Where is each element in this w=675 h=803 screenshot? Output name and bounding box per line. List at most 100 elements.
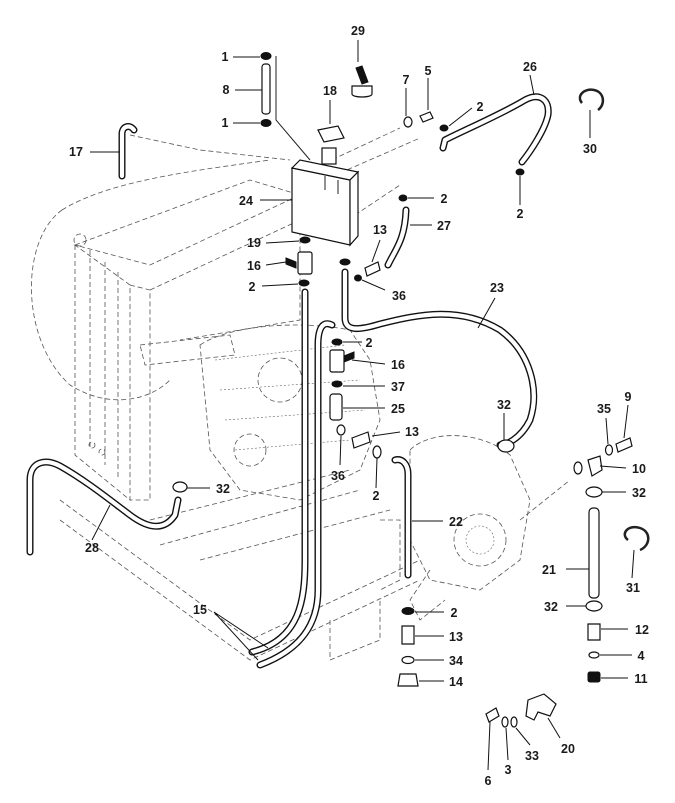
callout-8: 8: [223, 83, 230, 97]
leader-13b: [371, 431, 401, 437]
ref-line-17: [129, 134, 291, 161]
pump-housing-outline: [409, 435, 531, 591]
part-29-cap-tab: [355, 65, 369, 85]
callout-13: 13: [373, 223, 387, 237]
leader-19: [265, 240, 300, 244]
leader-23: [477, 297, 496, 329]
part-32-clamp-21bottom: [585, 600, 603, 612]
callout-15: 15: [193, 603, 207, 617]
frame-rail-b: [59, 519, 421, 661]
callout-32: 32: [632, 486, 646, 500]
parts: [26, 52, 650, 728]
part-23-hose: [341, 268, 538, 449]
callout-10: 10: [632, 462, 646, 476]
pump-mount: [409, 569, 446, 621]
part-12-adapter: [587, 623, 601, 641]
part-4-ring: [588, 651, 600, 659]
part-2-washer-10: [573, 461, 583, 475]
part-14-nut: [397, 673, 419, 687]
part-24-tank-side: [349, 170, 359, 247]
callout-37: 37: [391, 380, 405, 394]
radiator-top-tank: [73, 179, 302, 266]
part-8-tube: [261, 63, 271, 115]
callout-18: 18: [323, 84, 337, 98]
leader-2d: [261, 283, 299, 287]
callout-29: 29: [351, 24, 365, 38]
fan-shroud-outline: [31, 209, 171, 401]
leader-10: [599, 465, 627, 469]
leader-6: [487, 721, 491, 771]
engine-pulley: [257, 357, 303, 403]
background-assembly: [31, 127, 571, 661]
ref-line-10: [519, 479, 571, 521]
part-36-washer-a: [354, 274, 362, 282]
part-20-bracket: [525, 693, 557, 721]
part-1-ring-bottom: [260, 119, 272, 127]
part-2-clamp-23a: [339, 258, 351, 266]
leader-16b: [351, 359, 386, 365]
part-27-hose-inner: [385, 207, 409, 268]
ref-line-2c: [354, 184, 401, 216]
part-10-elbow: [587, 455, 603, 477]
callout-2: 2: [517, 207, 524, 221]
callout-3: 3: [505, 763, 512, 777]
frame-crossmembers: [149, 469, 391, 561]
callout-1: 1: [222, 116, 229, 130]
part-2-clamp-13b: [372, 445, 382, 459]
part-32-clamp-21top: [585, 486, 603, 498]
part-24-bracket-lines: [324, 176, 339, 194]
part-2-clamp-22: [401, 607, 415, 615]
leader-2f: [375, 457, 378, 489]
part-16-valve-lower: [329, 349, 345, 373]
part-35-washer: [604, 444, 614, 456]
callout-26: 26: [523, 60, 537, 74]
callout-2: 2: [441, 192, 448, 206]
part-24-filler-neck: [321, 147, 337, 165]
leader-31: [631, 549, 635, 579]
callout-23: 23: [490, 281, 504, 295]
leader-3: [505, 727, 509, 761]
leader-15: [213, 611, 269, 661]
fan-shroud-top: [61, 159, 271, 211]
part-31-clip: [623, 525, 650, 552]
callout-2: 2: [477, 100, 484, 114]
callout-7: 7: [403, 73, 410, 87]
part-22-hose-inner: [392, 457, 411, 578]
callout-36: 36: [392, 289, 406, 303]
part-2-clamp-27: [398, 194, 408, 202]
radiator-cap-outline: [73, 233, 87, 247]
callout-14: 14: [449, 675, 463, 689]
callout-25: 25: [391, 402, 405, 416]
callout-31: 31: [626, 581, 640, 595]
part-30-clip: [578, 88, 605, 111]
callout-16: 16: [247, 259, 261, 273]
part-15-line-a: [248, 288, 309, 656]
callout-2: 2: [373, 489, 380, 503]
callout-2: 2: [451, 606, 458, 620]
upper-radiator-hose-ghost: [139, 334, 236, 366]
part-26-hose-inner: [440, 94, 551, 165]
pump-pulley-outline: [453, 513, 507, 567]
callout-24: 24: [239, 194, 253, 208]
callout-5: 5: [425, 64, 432, 78]
callout-27: 27: [437, 219, 451, 233]
leader-36b: [339, 435, 342, 466]
radiator-drain-a: [88, 441, 96, 449]
callout-28: 28: [85, 541, 99, 555]
callout-2: 2: [249, 280, 256, 294]
radiator-right-face: [149, 219, 301, 341]
part-32-clamp-23: [497, 439, 515, 453]
part-37-ring: [331, 380, 343, 388]
part-28-hose-inner: [27, 460, 181, 555]
part-18-plate: [317, 125, 345, 143]
part-2-clamp-15: [298, 279, 310, 287]
leader-33: [515, 727, 531, 746]
callout-13: 13: [405, 425, 419, 439]
leader-36a: [361, 279, 386, 291]
callout-33: 33: [525, 749, 539, 763]
part-24-tank-front: [291, 167, 351, 246]
leader-20: [547, 717, 561, 739]
frame-upright: [379, 519, 401, 591]
